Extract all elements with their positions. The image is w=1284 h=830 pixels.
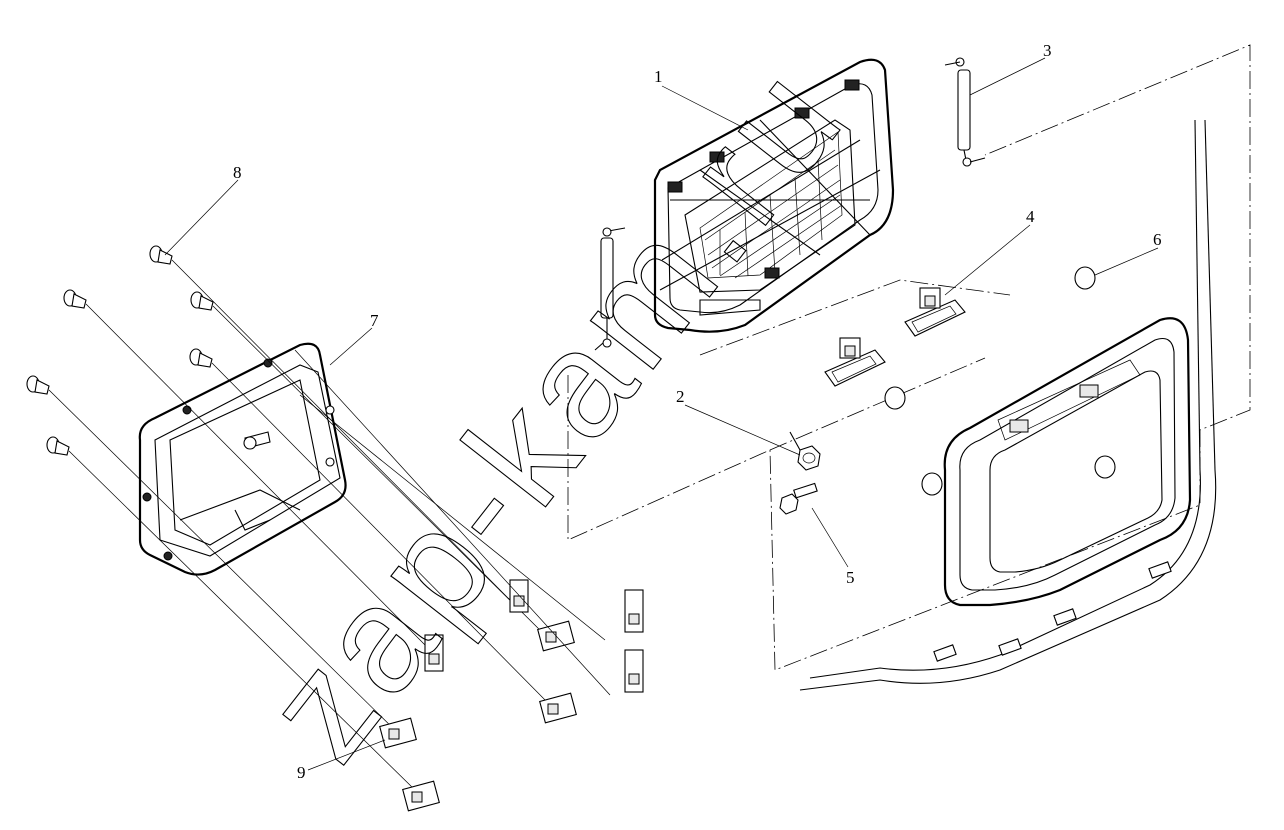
plugs-part-6 (884, 266, 1116, 496)
callout-1: 1 (654, 67, 663, 86)
callout-8: 8 (233, 163, 242, 182)
hatch-lid-part-1 (653, 58, 895, 333)
pins-part-8 (26, 245, 551, 791)
storage-box-part-7 (138, 342, 347, 576)
callout-4: 4 (1026, 207, 1035, 226)
nut-part-2 (789, 431, 821, 471)
bolt-part-5 (779, 482, 818, 515)
callout-3: 3 (1043, 41, 1052, 60)
callout-9: 9 (297, 763, 306, 782)
gas-strut-part-3 (944, 57, 986, 167)
body-panel-opening (799, 119, 1217, 691)
callout-2: 2 (676, 387, 685, 406)
callout-5: 5 (846, 568, 855, 587)
callout-6: 6 (1153, 230, 1162, 249)
callout-7: 7 (370, 311, 379, 330)
hinge-part-4 (824, 287, 966, 387)
assembly-outline (567, 44, 1251, 671)
gas-strut-left (594, 227, 626, 351)
leader-lines (164, 57, 1159, 771)
callout-labels: 1 2 3 4 5 6 7 8 9 (233, 41, 1162, 782)
clips-part-9 (294, 349, 644, 812)
